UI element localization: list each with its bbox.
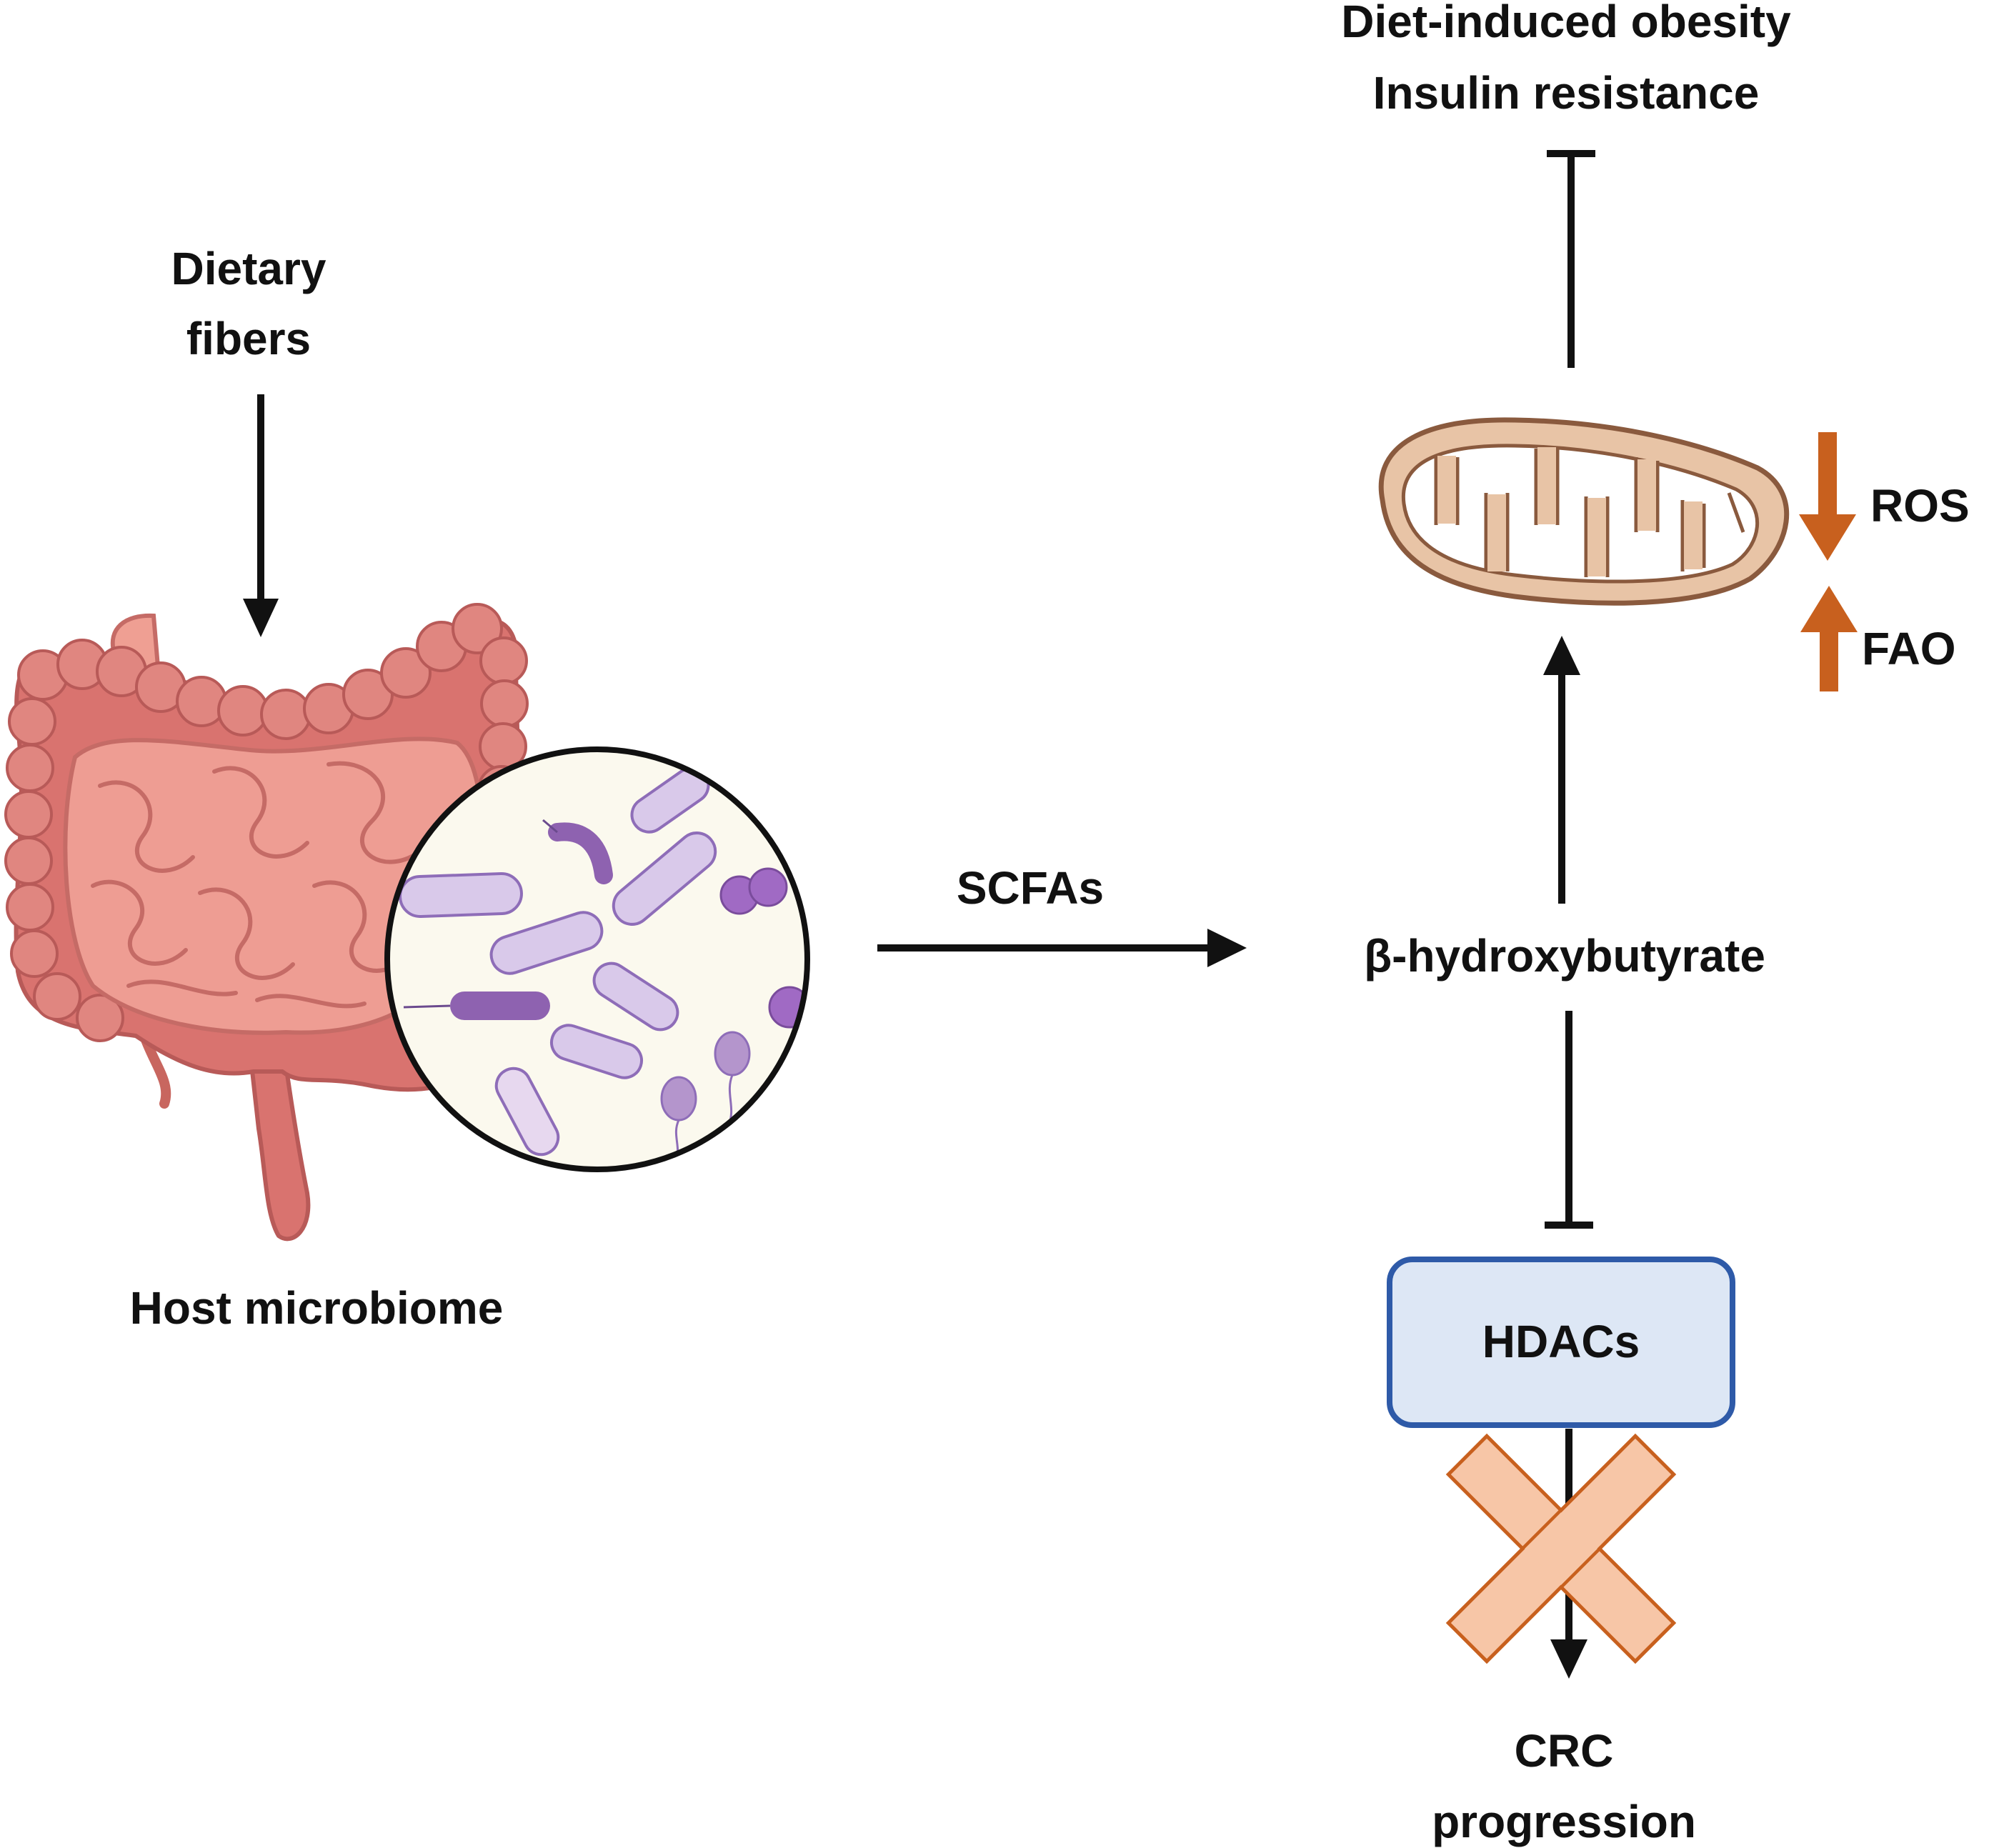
host-microbiome-label: Host microbiome	[130, 1282, 504, 1334]
crc-label-line1: CRC	[1515, 1725, 1614, 1777]
mitochondrion-icon	[1378, 417, 1790, 606]
diet-induced-obesity-label: Diet-induced obesity	[1341, 0, 1791, 47]
insulin-resistance-label: Insulin resistance	[1373, 67, 1760, 119]
dietary-fibers-label-line1: Dietary	[171, 243, 326, 294]
bhb-to-mitochondrion-arrow	[1543, 636, 1580, 904]
hdac-inhibition-bar	[1545, 1011, 1593, 1229]
fibers-to-gut-arrow	[243, 394, 279, 637]
hdacs-box	[1387, 1257, 1735, 1428]
beta-hydroxybutyrate-label: β-hydroxybutyrate	[1364, 930, 1765, 982]
dietary-fibers-label-line2: fibers	[186, 313, 311, 364]
ros-label: ROS	[1870, 480, 1970, 531]
blocked-cross-icon	[1445, 1433, 1677, 1664]
ros-down-arrow	[1799, 432, 1856, 561]
hdacs-label: HDACs	[1482, 1316, 1640, 1367]
fao-up-arrow	[1800, 586, 1858, 691]
bacteria-magnifier-icon	[384, 746, 810, 1172]
fao-label: FAO	[1862, 623, 1956, 674]
crc-label-line2: progression	[1432, 1796, 1696, 1847]
scfas-label: SCFAs	[957, 862, 1104, 914]
scfas-arrow	[877, 929, 1247, 967]
obesity-inhibition-bar	[1547, 150, 1595, 368]
